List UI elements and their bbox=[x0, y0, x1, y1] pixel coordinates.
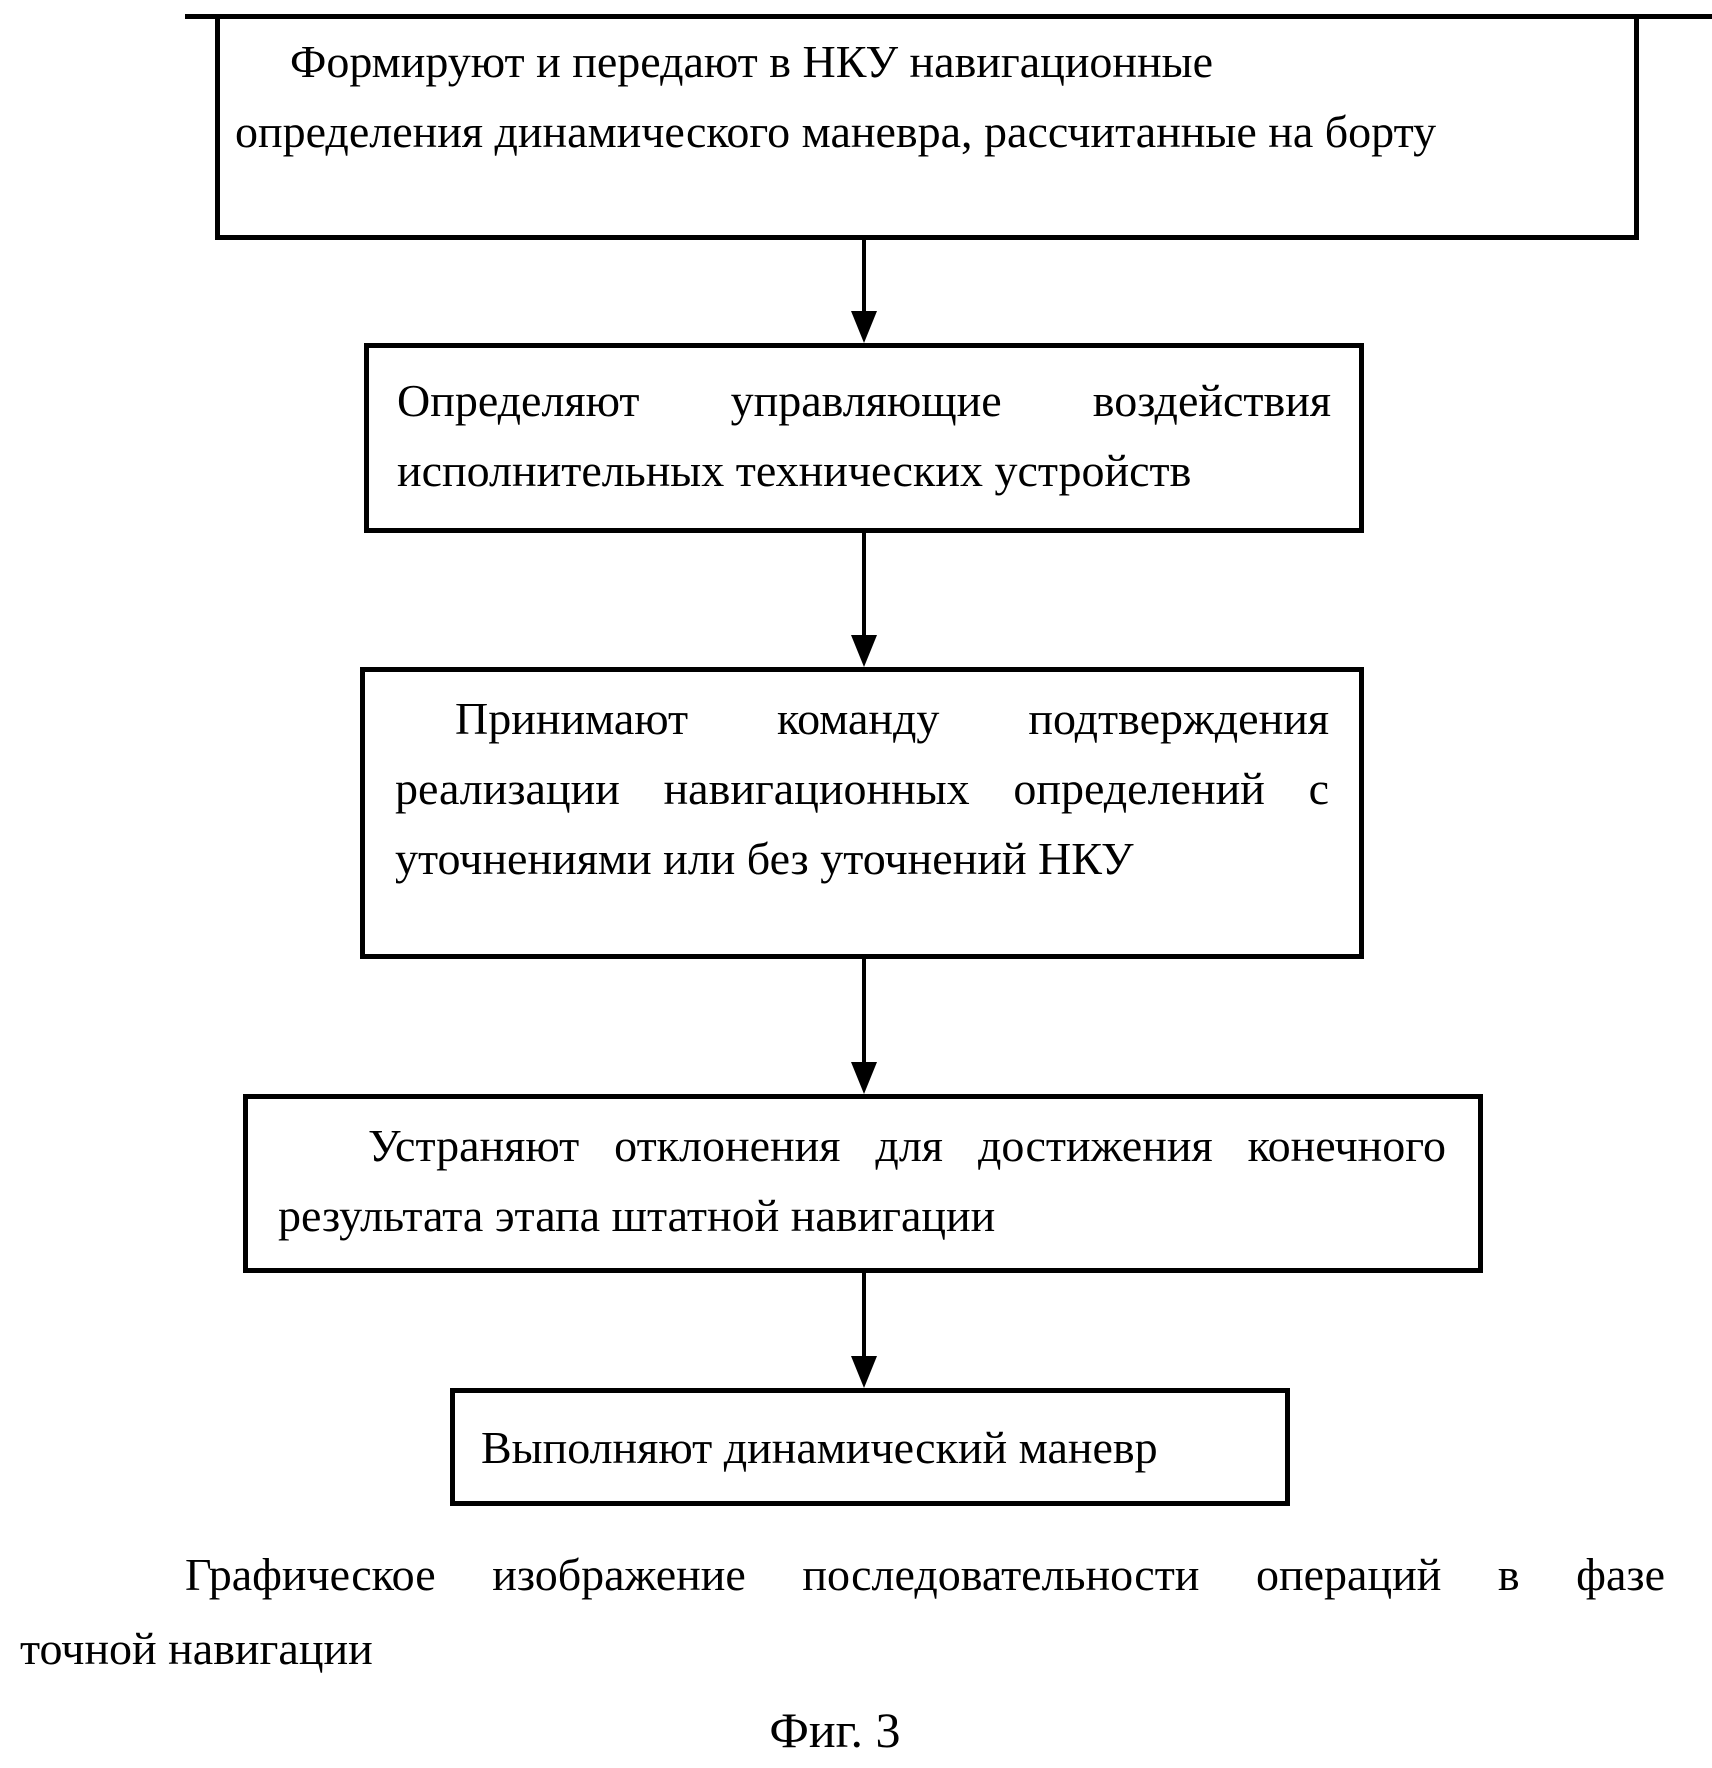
text-line: Определяют управляющие воздействия bbox=[397, 375, 1331, 426]
flowchart-box-step-3: Принимают команду подтверждения реализаци… bbox=[360, 667, 1364, 959]
arrow-head-icon bbox=[851, 311, 877, 343]
text-line: реализации навигационных определений с bbox=[395, 763, 1329, 814]
flow-arrow-4 bbox=[844, 1273, 884, 1388]
arrow-shaft bbox=[862, 959, 866, 1062]
flowchart-box-step-2: Определяют управляющие воздействия исполн… bbox=[364, 343, 1364, 533]
text-line: Принимают команду подтверждения bbox=[455, 693, 1329, 744]
flowchart-box-step-4: Устраняют отклонения для достижения коне… bbox=[243, 1094, 1483, 1273]
text-line: определения динамического маневра, рассч… bbox=[235, 106, 1437, 157]
flow-arrow-2 bbox=[844, 533, 884, 667]
text-line: точной навигации bbox=[20, 1623, 373, 1674]
flow-arrow-1 bbox=[844, 240, 884, 343]
figure-caption: Графическое изображение последовательнос… bbox=[20, 1538, 1665, 1686]
arrow-shaft bbox=[862, 240, 866, 311]
text-line: результата этапа штатной навигации bbox=[278, 1190, 996, 1241]
text-line: Графическое изображение последовательнос… bbox=[185, 1549, 1665, 1600]
text-line: исполнительных технических устройств bbox=[397, 445, 1192, 496]
flowchart-box-step-1: Формируют и передают в НКУ навигационные… bbox=[215, 14, 1639, 240]
arrow-head-icon bbox=[851, 635, 877, 667]
arrow-head-icon bbox=[851, 1062, 877, 1094]
flow-arrow-3 bbox=[844, 959, 884, 1094]
figure-label: Фиг. 3 bbox=[769, 1702, 901, 1758]
text-line: уточнениями или без уточнений НКУ bbox=[395, 833, 1134, 884]
text-line: Выполняют динамический маневр bbox=[481, 1422, 1158, 1473]
flowchart-box-step-5: Выполняют динамический маневр bbox=[450, 1388, 1290, 1506]
text-line: Устраняют отклонения для достижения коне… bbox=[368, 1120, 1446, 1171]
text-line: Формируют и передают в НКУ навигационные bbox=[290, 36, 1213, 87]
arrow-shaft bbox=[862, 533, 866, 635]
arrow-shaft bbox=[862, 1273, 866, 1356]
arrow-head-icon bbox=[851, 1356, 877, 1388]
